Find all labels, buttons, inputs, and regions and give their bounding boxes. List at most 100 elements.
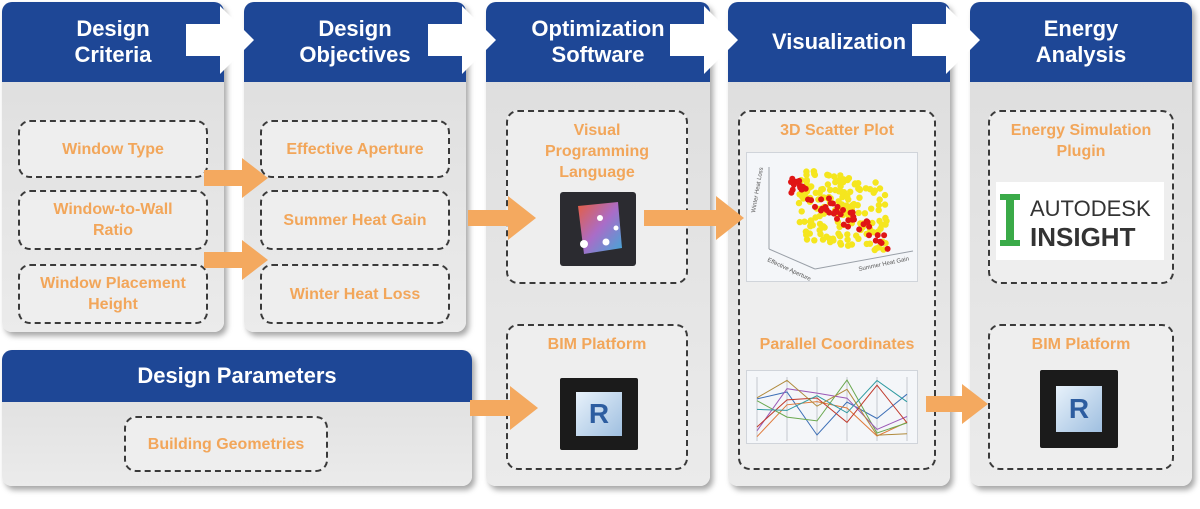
scatter-point-yellow bbox=[850, 200, 858, 208]
column-title: Energy Analysis bbox=[970, 2, 1192, 82]
scatter-point-red bbox=[797, 184, 804, 191]
scatter-point-yellow bbox=[835, 198, 842, 205]
scatter-point-yellow bbox=[855, 209, 862, 217]
parallel-line bbox=[756, 379, 908, 434]
parallel-line bbox=[756, 384, 908, 428]
effective-aperture-box: Effective Aperture bbox=[260, 120, 450, 178]
scatter-point-red bbox=[790, 181, 797, 188]
scatter-point-yellow bbox=[851, 181, 858, 188]
scatter-point-red bbox=[866, 232, 872, 239]
winter-heat-loss-box: Winter Heat Loss bbox=[260, 264, 450, 324]
energy-simulation-label: Energy Simulation Plugin bbox=[1010, 122, 1152, 160]
scatter-x-axis-label: Effective Aperture bbox=[766, 257, 812, 283]
scatter-point-yellow bbox=[840, 178, 847, 186]
scatter-point-yellow bbox=[812, 189, 819, 196]
column-visualization: Visualization 3D Scatter Plot Winter Hea… bbox=[728, 2, 950, 486]
parallel-line bbox=[756, 388, 908, 432]
scatter-point-yellow bbox=[796, 218, 803, 226]
visual-programming-label: Visual Programming Language bbox=[544, 122, 649, 181]
scatter-point-yellow bbox=[798, 208, 805, 215]
parallel-line bbox=[756, 391, 908, 436]
scatter-point-yellow bbox=[856, 186, 864, 194]
scatter-point-yellow bbox=[803, 236, 811, 243]
dynamo-logo-icon bbox=[560, 192, 636, 266]
scatter-point-yellow bbox=[807, 223, 814, 230]
scatter-point-yellow bbox=[826, 186, 834, 194]
scatter-point-yellow bbox=[836, 232, 843, 239]
scatter-point-red bbox=[826, 209, 833, 216]
scatter-point-red bbox=[874, 232, 881, 239]
scatter-plot-image: Winter Heat Loss Effective Aperture Summ… bbox=[746, 152, 918, 283]
scatter-point-yellow bbox=[823, 233, 830, 240]
scatter-point-red bbox=[830, 210, 837, 217]
scatter-point-red bbox=[812, 203, 818, 210]
scatter-point-red bbox=[827, 200, 834, 207]
scatter-point-yellow bbox=[824, 181, 832, 188]
scatter-point-yellow bbox=[853, 232, 860, 239]
scatter-point-yellow bbox=[872, 179, 879, 186]
scatter-point-red bbox=[788, 189, 795, 196]
scatter-point-yellow bbox=[881, 201, 889, 208]
scatter-point-yellow bbox=[839, 193, 846, 201]
column-design-criteria: Design Criteria Window Type Window-to-Wa… bbox=[2, 2, 224, 332]
summer-heat-gain-box: Summer Heat Gain bbox=[260, 190, 450, 250]
scatter-point-red bbox=[834, 215, 840, 222]
scatter-point-yellow bbox=[881, 191, 889, 199]
scatter-point-yellow bbox=[844, 236, 851, 243]
orange-arrow-criteria-objectives-2 bbox=[204, 240, 268, 280]
design-parameters-panel: Design Parameters Building Geometries bbox=[2, 350, 472, 486]
scatter-point-red bbox=[840, 207, 846, 213]
bim-platform-label: BIM Platform bbox=[547, 336, 647, 353]
scatter-point-yellow bbox=[875, 201, 883, 209]
scatter-point-yellow bbox=[832, 186, 839, 194]
scatter-point-yellow bbox=[868, 205, 875, 212]
header-arrow-2 bbox=[428, 6, 496, 74]
scatter-point-yellow bbox=[810, 168, 818, 175]
header-arrow-3 bbox=[670, 6, 738, 74]
design-parameters-title: Design Parameters bbox=[2, 350, 472, 402]
scatter-point-yellow bbox=[827, 238, 834, 246]
scatter-point-yellow bbox=[861, 210, 869, 217]
scatter-point-red bbox=[834, 203, 841, 210]
scatter-point-yellow bbox=[801, 218, 808, 225]
scatter-point-yellow bbox=[807, 217, 815, 224]
scatter-point-yellow bbox=[876, 196, 883, 203]
scatter-y-axis-label: Winter Heat Loss bbox=[751, 167, 765, 213]
column-design-objectives: Design Objectives Effective Aperture Sum… bbox=[244, 2, 466, 332]
parallel-line bbox=[756, 379, 908, 436]
orange-arrow-criteria-objectives-1 bbox=[204, 158, 268, 198]
scatter-point-yellow bbox=[856, 194, 863, 201]
orange-arrow-objectives-software bbox=[468, 196, 536, 240]
scatter-point-yellow bbox=[811, 237, 818, 244]
scatter-point-red bbox=[856, 226, 863, 233]
window-type-box: Window Type bbox=[18, 120, 208, 178]
parallel-line bbox=[756, 379, 908, 414]
scatter-point-yellow bbox=[837, 241, 845, 248]
scatter-point-red bbox=[796, 177, 803, 184]
scatter-point-yellow bbox=[882, 214, 889, 222]
scatter-point-yellow bbox=[871, 246, 878, 254]
scatter-point-yellow bbox=[803, 176, 810, 184]
header-arrow-1 bbox=[186, 6, 254, 74]
scatter-point-red bbox=[822, 204, 829, 210]
scatter-point-red bbox=[864, 219, 871, 226]
revit-letter: R bbox=[575, 392, 623, 436]
scatter-point-yellow bbox=[825, 172, 832, 179]
scatter-point-yellow bbox=[795, 199, 803, 207]
scatter-point-yellow bbox=[870, 189, 877, 196]
scatter-point-yellow bbox=[847, 188, 854, 195]
scatter-point-red bbox=[884, 245, 891, 252]
scatter-point-red bbox=[850, 213, 857, 220]
scatter-point-yellow bbox=[818, 186, 825, 193]
scatter-point-yellow bbox=[803, 171, 810, 179]
scatter-point-red bbox=[878, 240, 885, 246]
bim-platform-label: BIM Platform bbox=[1031, 336, 1131, 353]
orange-arrow-parameters-software bbox=[470, 386, 538, 430]
column-optimization-software: Optimization Software Visual Programming… bbox=[486, 2, 710, 486]
orange-arrow-software-visualization bbox=[644, 196, 744, 240]
scatter-point-yellow bbox=[848, 241, 856, 248]
scatter-point-yellow bbox=[876, 185, 884, 192]
header-arrow-4 bbox=[912, 6, 980, 74]
window-to-wall-ratio-box: Window-to-Wall Ratio bbox=[18, 190, 208, 250]
scatter-point-yellow bbox=[870, 229, 877, 236]
